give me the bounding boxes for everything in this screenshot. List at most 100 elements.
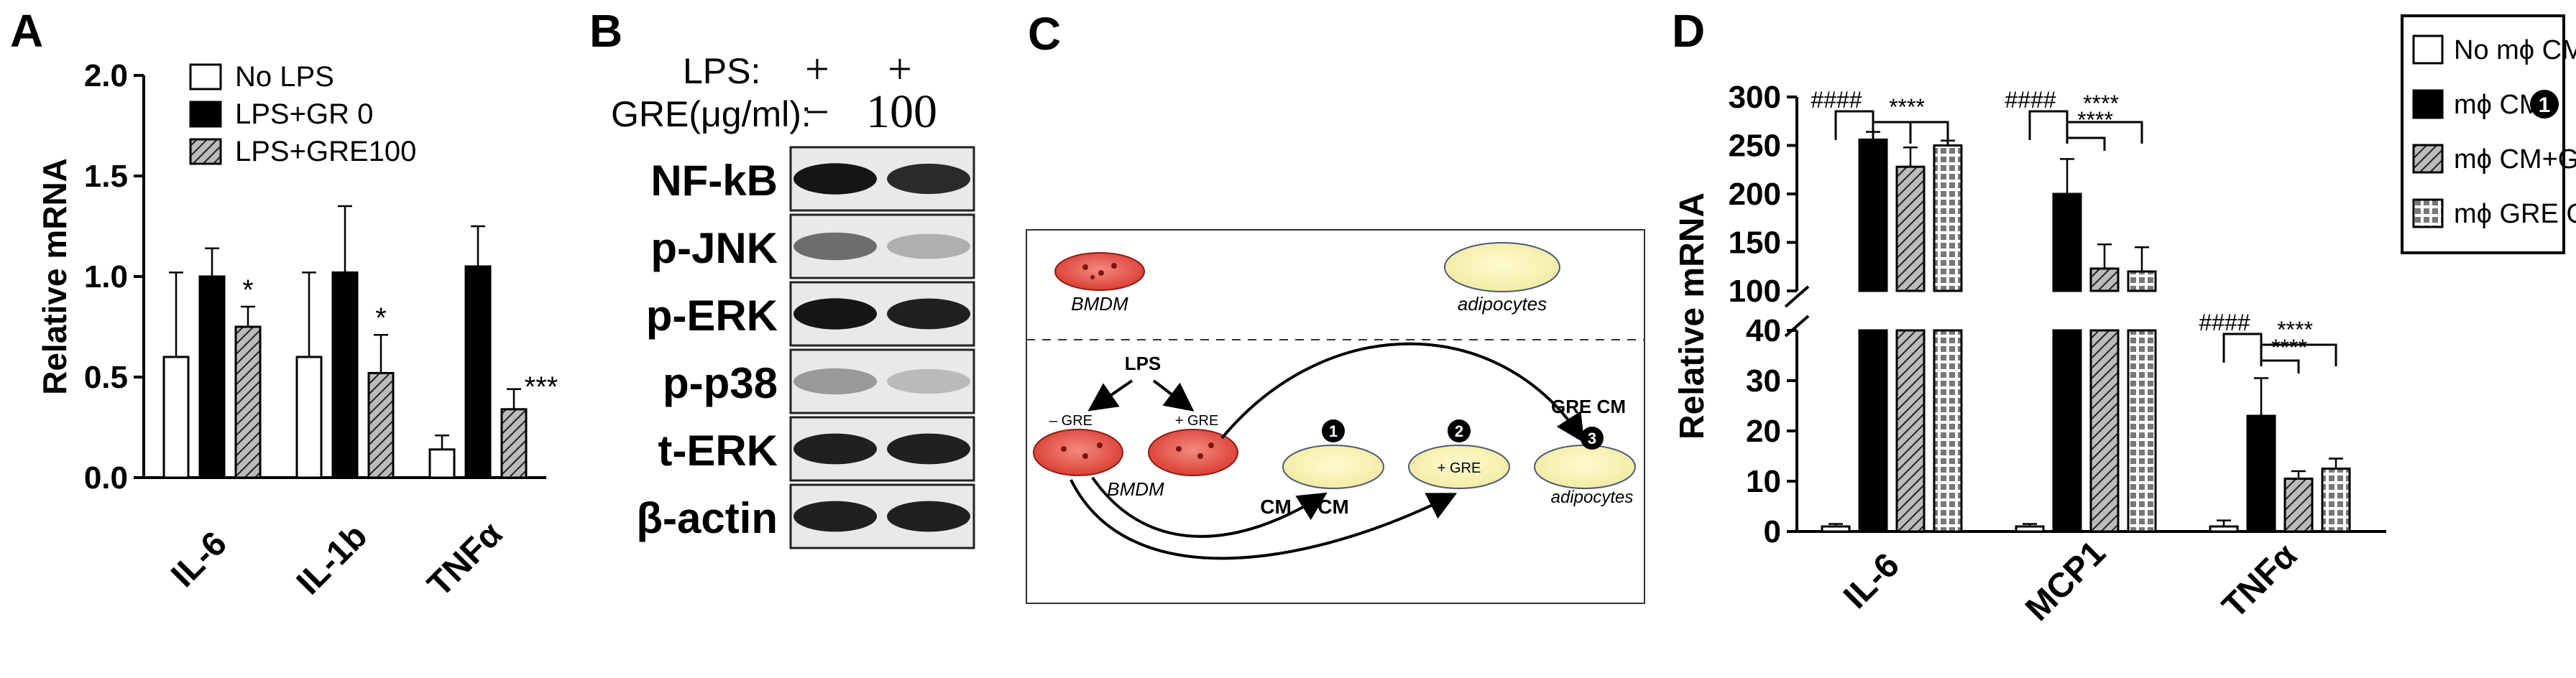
legend-marker-1 [2530,90,2559,119]
bar-no-lps-il-1b [295,356,323,479]
bar-lps-gr-0-il-1b [331,271,359,479]
x-tick-label-tnf: TNFα [420,515,510,605]
significance-bracket [2066,121,2143,144]
bmdm-dish-minus-gre [1033,429,1123,476]
bmdm-dish-plus-gre [1148,429,1238,476]
marker-1-icon [1322,419,1345,442]
bar-no-m-cm-il-6 [1821,525,1851,533]
bar-m-cm-gre-mcp1-lower [2089,329,2120,533]
y-tick-label: 150 [1729,226,1781,261]
bar-lps-gr-0-tnf [464,265,492,479]
y-tick-label: 0.0 [84,460,128,496]
y-tick-label: 0.5 [84,360,128,395]
significance-bracket [2028,110,2069,140]
significance-marker: *** [525,371,558,403]
bar-m-cm-tnf [2246,414,2276,533]
blot-label-p-erk: p-ERK [645,292,778,340]
significance-marker: #### [2199,310,2250,335]
bar-no-m-cm-tnf [2209,525,2239,533]
legend-label-m-gre-cm: mϕ GRE CM [2454,199,2576,229]
arrow-cm-2 [1070,479,1458,560]
y-axis-title: Relative mRNA [1673,192,1711,440]
significance-marker: #### [2005,87,2056,113]
significance-marker: **** [1889,94,1925,120]
y-tick-label: 40 [1746,313,1781,348]
bmdm-label-bottom: BMDM [1107,478,1164,500]
blot-band [887,368,970,394]
blot-band [794,232,877,261]
significance-marker: * [375,302,387,334]
bar-m-gre-cm-tnf [2321,468,2351,533]
blot-lps-lane1: + [805,45,829,93]
legend-swatch-no-lps [189,63,222,90]
bar-lps-gr-0-il-6 [198,275,226,479]
blot-gre-header: GRE(μg/ml): [611,94,811,134]
significance-marker: #### [1811,87,1862,113]
significance-marker: **** [2077,107,2113,133]
bar-m-cm-il-6-lower [1858,329,1888,533]
bar-m-gre-cm-il-6-upper [1933,144,1963,292]
marker-2-icon [1448,419,1471,442]
cm-label-right: CM [1317,496,1349,518]
legend-swatch-lps-gre100 [189,138,222,165]
y-tick-label: 200 [1729,177,1781,212]
marker-2-text: 2 [1455,422,1463,440]
marker-3-icon [1581,427,1604,450]
y-axis-title: Relative mRNA [36,158,73,395]
blot-image [789,146,975,549]
bar-lps-gre100-il-1b [367,371,395,479]
y-tick-label: 30 [1746,363,1781,399]
blot-band [794,163,877,195]
legend-marker-text: 1 [2539,93,2551,117]
legend-label-m-cm-gre: mϕ CM+GRE [2454,144,2576,175]
legend-label-lps-gr-0: LPS+GR 0 [235,98,373,130]
x-tick-label-tnf: TNFα [2215,537,2305,626]
legend-swatch-m-gre-cm [2412,198,2444,228]
y-tick-label: 250 [1729,129,1781,164]
blot-band [887,501,970,532]
arrow-gre-cm [1220,342,1585,443]
significance-bracket [1834,110,1874,140]
legend-label-m-cm: mϕ CM [2454,90,2542,120]
adipocyte-dish-3 [1534,445,1636,489]
bar-m-cm-gre-tnf [2283,478,2314,533]
blot-band [887,433,970,465]
bar-m-cm-gre-il-6-upper [1895,165,1926,292]
blot-lps-lane2: + [888,45,912,93]
plus-gre-label: + GRE [1175,413,1219,429]
dish-plus-gre-label: + GRE [1438,460,1481,476]
blot-gre-lane1: − [805,88,829,136]
bar-no-m-cm-mcp1 [2015,525,2045,533]
blot-gre-lane2: 100 [866,85,937,138]
significance-bracket [2067,136,2106,151]
blot-band [794,433,877,465]
minus-gre-label: – GRE [1049,413,1092,429]
y-tick-label: 2.0 [84,58,128,93]
lps-arrow-right [1152,379,1195,412]
bar-m-gre-cm-mcp1-upper [2127,270,2157,292]
panel-c-letter: C [1028,8,1062,60]
y-tick-label: 1.0 [84,259,128,294]
x-tick-label-il-1b: IL-1b [290,517,375,603]
y-tick-label: 1.5 [84,159,128,194]
legend-label-lps-gre100: LPS+GRE100 [235,136,416,167]
significance-marker: **** [2271,335,2307,361]
arrow-cm-1 [1091,476,1328,538]
schematic-diagram: BMDM adipocytes LPS – GRE + GRE BMDM + G… [1026,229,1645,604]
blot-label-actin: β-actin [636,494,778,542]
y-tick-label: 0 [1764,514,1781,549]
bar-m-cm-il-6-upper [1858,138,1888,292]
adipocyte-dish-1 [1282,445,1384,489]
legend-swatch-lps-gr-0 [189,101,222,128]
adipocytes-label-top: adipocytes [1458,293,1547,315]
significance-bracket [2261,359,2300,373]
blot-label-t-erk: t-ERK [658,427,778,475]
bar-lps-gre100-tnf [500,408,528,479]
axis-break [1784,285,1810,308]
bar-m-cm-gre-il-6-lower [1895,329,1926,533]
